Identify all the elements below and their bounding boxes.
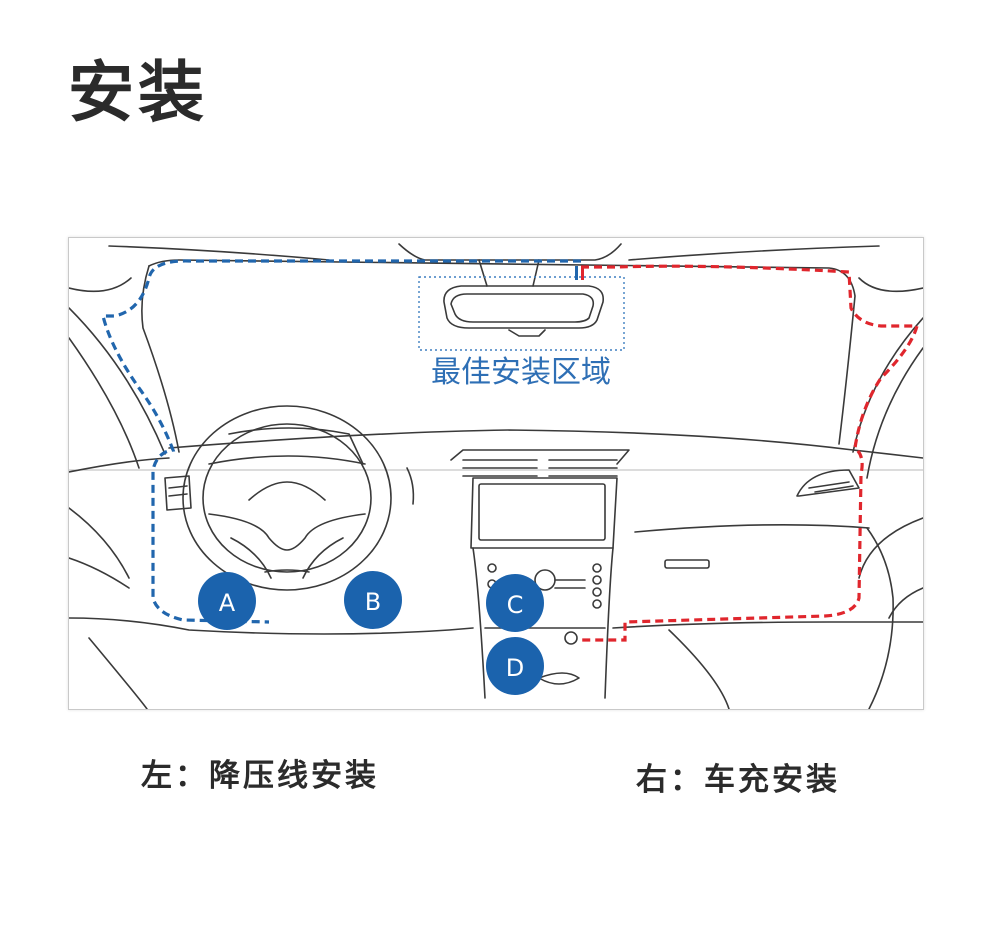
best-install-zone-box xyxy=(418,276,625,351)
left-install-caption: 左：降压线安装 xyxy=(141,758,379,794)
point-b-marker: B xyxy=(344,571,402,629)
left-route-end-mark xyxy=(575,266,578,280)
car-interior-line-art xyxy=(69,243,923,709)
best-install-zone-label: 最佳安装区域 xyxy=(431,355,611,390)
page-title: 安装 xyxy=(68,54,208,131)
point-d-label: D xyxy=(506,654,524,682)
car-interior-diagram: 最佳安装区域 A B C D xyxy=(68,237,924,710)
point-c-marker: C xyxy=(486,574,544,632)
point-c-label: C xyxy=(507,591,524,619)
right-route-end-mark xyxy=(581,266,584,280)
left-cable-route xyxy=(100,259,581,624)
point-a-label: A xyxy=(219,589,236,617)
right-cable-route xyxy=(581,264,920,642)
point-b-label: B xyxy=(365,588,381,616)
point-d-marker: D xyxy=(486,637,544,695)
point-a-marker: A xyxy=(198,572,256,630)
right-install-caption: 右：车充安装 xyxy=(636,762,840,798)
